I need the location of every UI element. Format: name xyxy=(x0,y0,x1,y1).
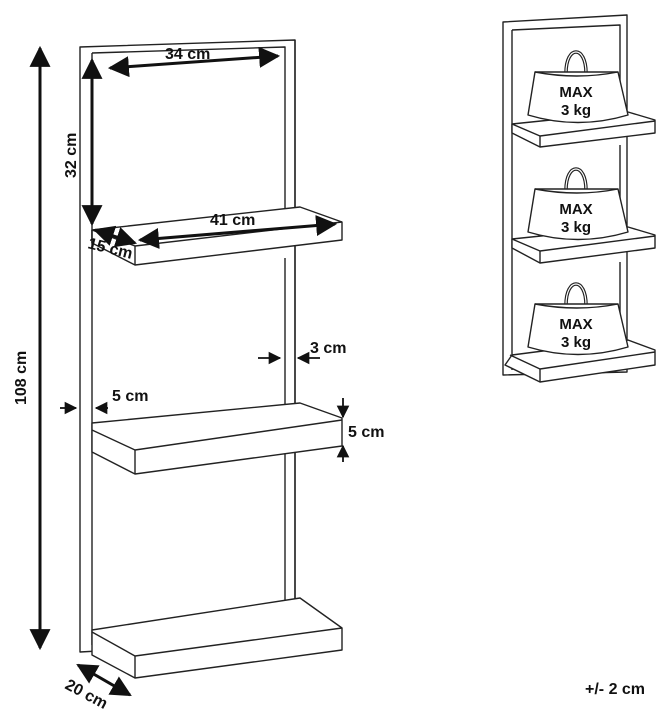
load-capacity-diagram xyxy=(502,14,656,383)
label-frame-thickness: 5 cm xyxy=(112,388,148,405)
tolerance-note: +/- 2 cm xyxy=(585,681,645,698)
weight-3-max: MAX xyxy=(559,316,592,333)
weight-3-kg: 3 kg xyxy=(561,334,591,351)
weight-2-max: MAX xyxy=(559,201,592,218)
dim-arrow-base-depth xyxy=(76,663,132,697)
label-height-top: 32 cm xyxy=(63,133,80,178)
dim-arrow-shelf-width xyxy=(137,215,338,249)
label-width-top: 34 cm xyxy=(165,46,210,63)
load-shelf-1 xyxy=(511,111,656,148)
shelf-middle xyxy=(91,402,343,475)
label-shelf-thickness: 5 cm xyxy=(348,424,384,441)
label-shelf-width: 41 cm xyxy=(210,212,255,229)
main-shelf-unit xyxy=(79,39,343,679)
weight-icon-3 xyxy=(527,282,629,356)
back-frame xyxy=(79,39,296,653)
weight-icon-1 xyxy=(527,50,629,124)
weight-1-kg: 3 kg xyxy=(561,102,591,119)
label-panel-thickness: 3 cm xyxy=(310,340,346,357)
weight-icon-2 xyxy=(527,167,629,241)
label-base-depth: 20 cm xyxy=(62,677,110,713)
shelf-base xyxy=(91,597,343,679)
weight-1-max: MAX xyxy=(559,84,592,101)
label-total-height: 108 cm xyxy=(13,351,30,405)
dim-arrow-width-top xyxy=(107,46,281,78)
weight-2-kg: 3 kg xyxy=(561,219,591,236)
dim-arrow-shelf-depth xyxy=(93,225,137,248)
